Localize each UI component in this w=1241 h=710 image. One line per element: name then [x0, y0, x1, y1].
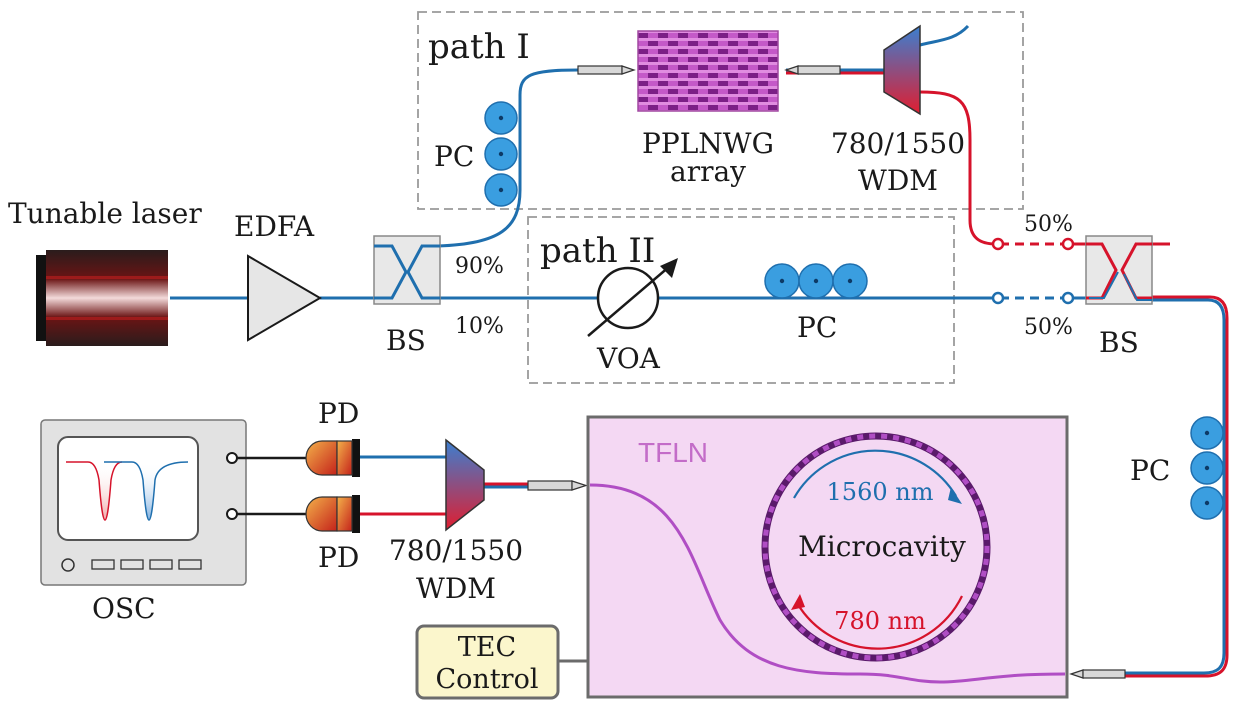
tec-control-box [415, 624, 560, 700]
edfa-amplifier [247, 254, 322, 342]
fiber-wdm-red-tail [919, 90, 997, 246]
microcavity-ring-dashes [762, 433, 990, 661]
fiber-wdm-blue-tail [919, 24, 970, 47]
path-1-box [417, 11, 1024, 210]
arrow-1560-head [948, 487, 962, 504]
polarization-controller-path2 [764, 263, 868, 299]
beam-splitter-left [373, 235, 441, 305]
wdm-bottom [445, 438, 485, 532]
polarization-controller-right [1190, 416, 1224, 520]
tec-label-line2: Control [436, 664, 539, 695]
arrow-780 [796, 595, 963, 650]
beam-splitter-right [1085, 235, 1153, 305]
pd-top-label: PD [318, 397, 359, 430]
split-90-label: 90% [455, 254, 504, 279]
tunable-laser-label: Tunable laser [8, 197, 202, 230]
pc-path1-label: PC [434, 140, 474, 173]
voa-label: VOA [596, 342, 661, 375]
fiber-connector-ppln-out [784, 65, 841, 75]
path-1-label: path I [428, 27, 530, 67]
polarization-controller-path1 [484, 101, 518, 207]
wdm-bottom-label-line1: 780/1550 [389, 534, 523, 567]
pc-path2-label: PC [797, 311, 837, 344]
split-50-bottom-label: 50% [1024, 315, 1073, 340]
tunable-laser [36, 250, 168, 346]
photodetector-top [305, 439, 360, 477]
fiber-bs-right-out-blue [1125, 298, 1226, 675]
chip-bus-waveguide [589, 483, 1066, 684]
bs-left-label: BS [386, 324, 426, 357]
osc-label: OSC [92, 592, 156, 625]
wl-780-label: 780 nm [834, 607, 926, 635]
microcavity-label: Microcavity [798, 530, 966, 563]
path-2-box [527, 216, 955, 384]
fiber-90-to-path1 [437, 68, 579, 248]
fiber-bs-right-out-red [1125, 295, 1229, 678]
split-50-top-label: 50% [1024, 212, 1073, 237]
wdm-bottom-label-line2: WDM [416, 572, 496, 605]
connector-50-bottom [991, 291, 1075, 305]
wdm-top-label-line2: WDM [858, 164, 938, 197]
wl-1560-label: 1560 nm [827, 478, 934, 506]
arrow-1560 [793, 449, 957, 499]
oscilloscope [40, 419, 247, 586]
bs-right-label: BS [1099, 326, 1139, 359]
ppln-label-line1: PPLNWG [642, 127, 774, 160]
split-10-label: 10% [455, 314, 504, 339]
fiber-connector-chip-in [1069, 669, 1126, 679]
variable-optical-attenuator [587, 258, 678, 337]
ppln-waveguide-array [637, 30, 779, 112]
fiber-connector-ppln-in [577, 65, 636, 75]
tec-label-line1: TEC [458, 632, 516, 663]
path-2-label: path II [540, 231, 655, 271]
wdm-top-label-line1: 780/1550 [831, 127, 965, 160]
tfln-label: TFLN [638, 437, 708, 468]
wdm-top [883, 24, 921, 116]
pd-bottom-label: PD [318, 541, 359, 574]
photodetector-bottom [305, 495, 360, 533]
fiber-connector-chip-out [527, 480, 588, 491]
arrow-780-head [791, 594, 805, 610]
edfa-label: EDFA [234, 210, 315, 243]
ppln-label-line2: array [670, 155, 746, 188]
pc-right-label: PC [1130, 454, 1170, 487]
connector-50-top [991, 237, 1075, 251]
